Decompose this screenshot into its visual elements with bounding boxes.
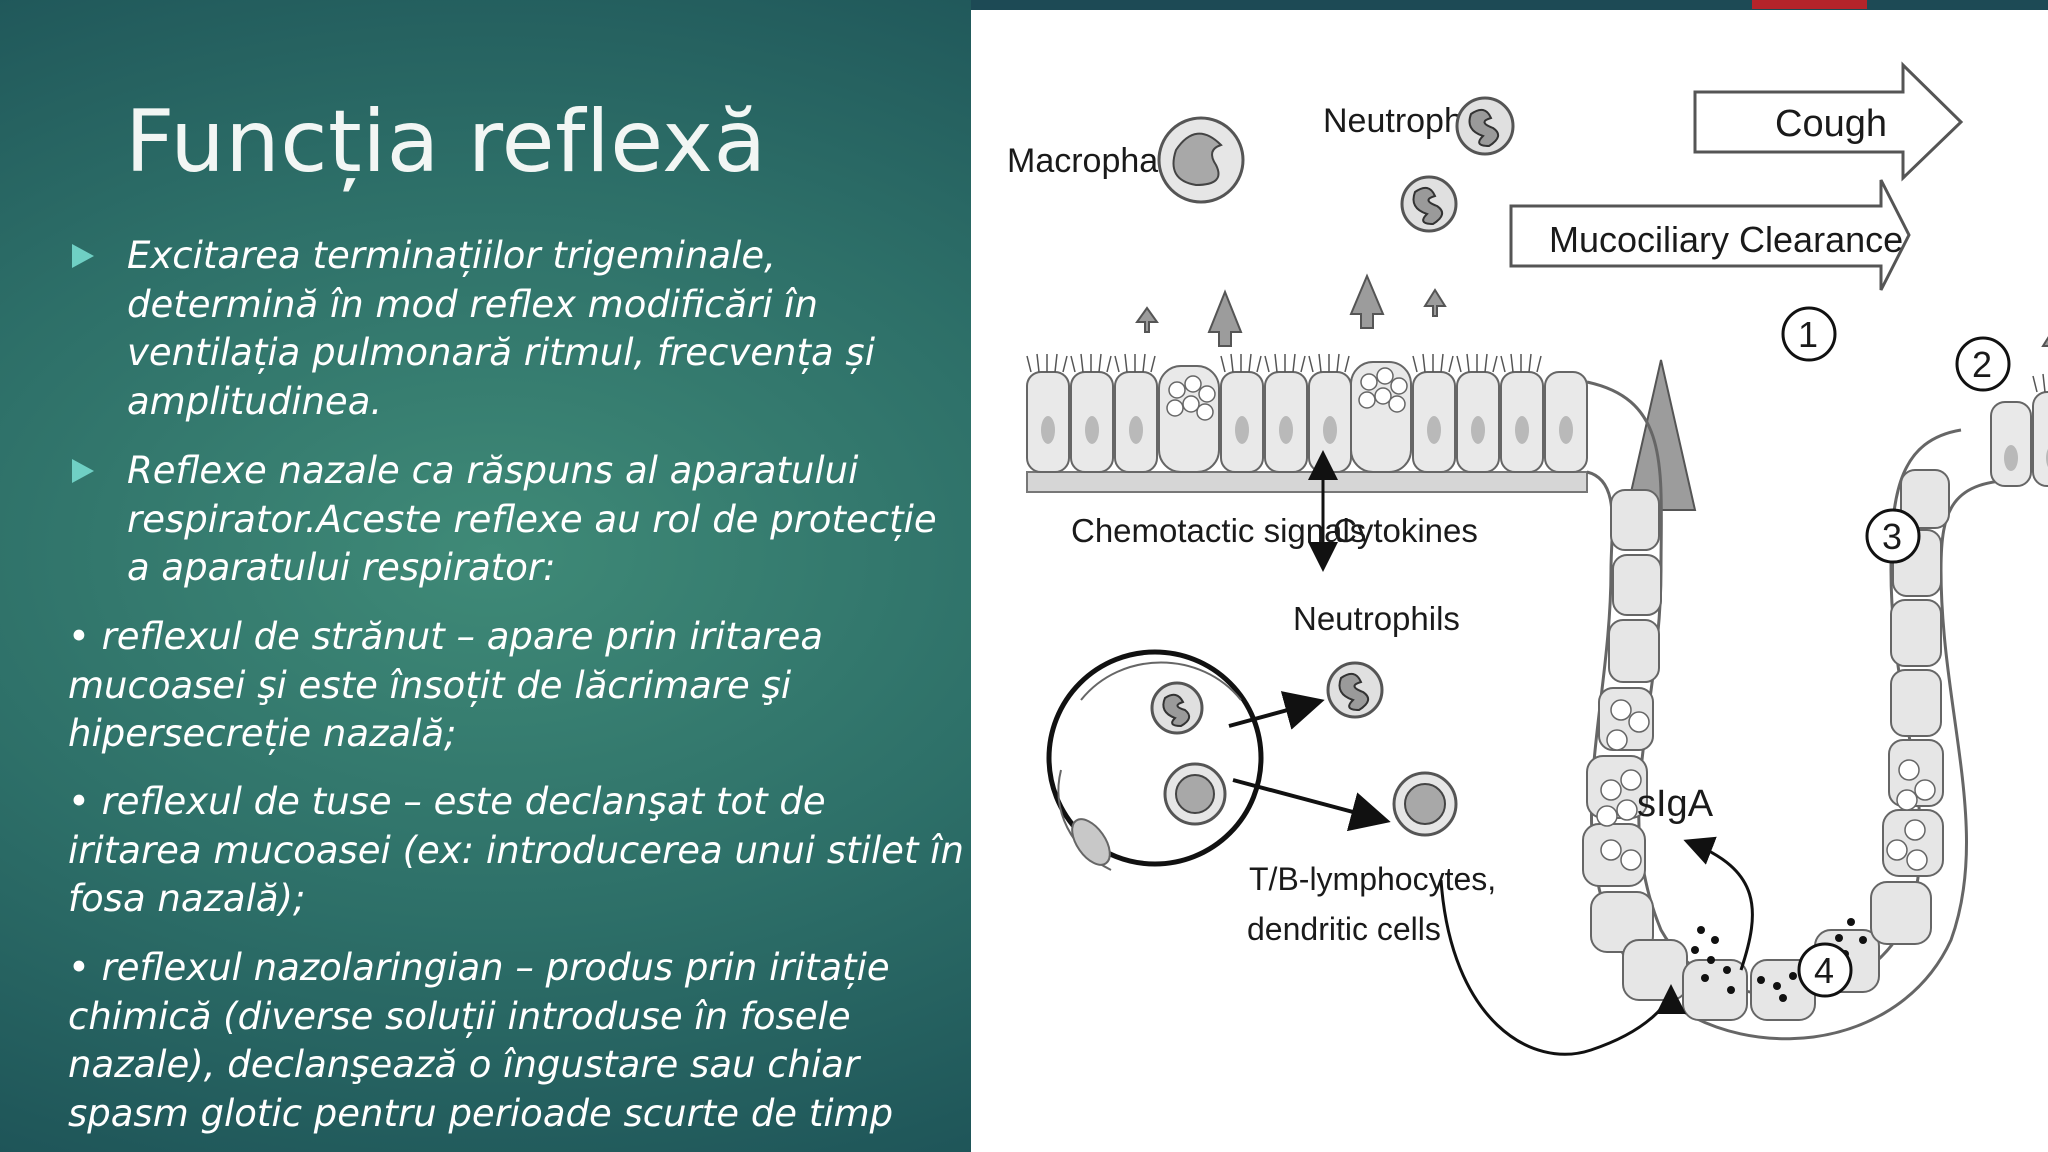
red-accent-bar — [1752, 0, 1867, 9]
ciliated-epithelium — [1026, 353, 1588, 493]
submucosal-gland — [1582, 380, 2022, 1041]
paragraph-sneeze-reflex: • reflexul de strănut – apare prin irita… — [68, 615, 824, 755]
macrophage-icon — [1157, 116, 1245, 204]
bullet-arrow-icon — [72, 459, 94, 483]
svg-text:2: 2 — [1972, 344, 1992, 385]
neutrophil-icon — [1326, 661, 1384, 719]
lymphocyte-migration-arrow — [1232, 778, 1391, 832]
bullet-trigeminal: Excitarea terminațiilor trigeminale, det… — [127, 234, 875, 423]
lymphocyte-icon — [1392, 771, 1458, 837]
ciliated-epithelium-right — [1990, 373, 2048, 487]
svg-text:1: 1 — [1798, 314, 1818, 355]
top-strip — [971, 0, 2048, 10]
paragraph-nasolaryngeal-reflex: • reflexul nazolaringian – produs prin i… — [68, 946, 894, 1135]
neutrophils-mid-label: Neutrophils — [1293, 600, 1460, 637]
siga-arrow — [1683, 836, 1754, 971]
lymphocyte-to-gland-arrow — [1439, 879, 1686, 1056]
cough-label: Cough — [1775, 103, 1887, 145]
cough-arrow-icon — [1693, 61, 1964, 182]
svg-text:4: 4 — [1814, 950, 1834, 991]
airway-epithelium-diagram: Macrophage Neutrophils Cough Mucociliary… — [1007, 61, 2048, 1056]
neutrophil-icon — [1400, 175, 1458, 233]
marker-2: 2 — [1955, 336, 2011, 392]
lymphocytes-label: T/B-lymphocytes, — [1249, 861, 1496, 897]
paragraph-cough-reflex: • reflexul de tuse – este declanşat tot … — [68, 780, 964, 920]
svg-text:3: 3 — [1882, 516, 1902, 557]
marker-1: 1 — [1781, 306, 1837, 362]
chemotactic-signals-label: Chemotactic signals — [1071, 512, 1366, 549]
bullet-arrow-icon — [72, 244, 94, 268]
neutrophil-migration-arrow — [1228, 691, 1325, 730]
marker-4: 4 — [1797, 942, 1853, 998]
bullet-nasal-reflexes: Reflexe nazale ca răspuns al aparatului … — [127, 449, 937, 589]
siga-label: sIgA — [1637, 783, 1714, 825]
airway-defense-figure: Macrophage Neutrophils Cough Mucociliary… — [971, 10, 2048, 1152]
cytokines-label: Cytokines — [1333, 512, 1478, 549]
neutrophil-icon — [1455, 96, 1515, 156]
mucociliary-arrow-icon — [1509, 179, 1911, 291]
marker-3: 3 — [1865, 508, 1921, 564]
blood-vessel — [1046, 649, 1264, 871]
dendritic-cells-label: dendritic cells — [1247, 911, 1441, 947]
mucociliary-clearance-label: Mucociliary Clearance — [1549, 219, 1903, 260]
slide-title: Funcția reflexă — [125, 92, 767, 192]
